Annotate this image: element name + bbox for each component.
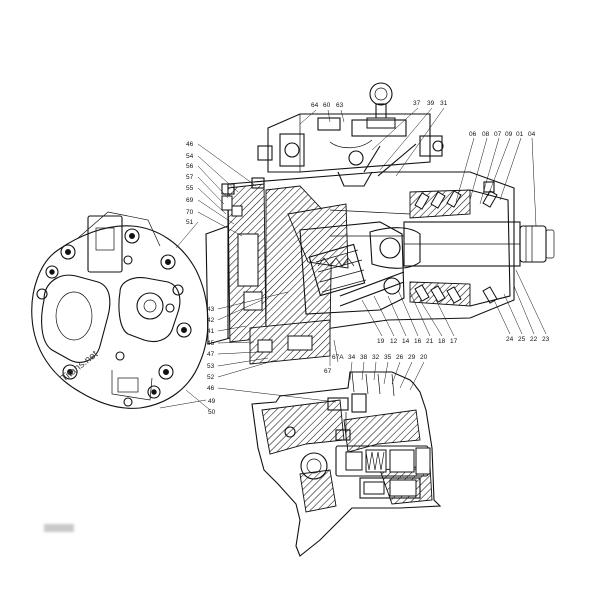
part-label: 41 xyxy=(207,328,215,335)
part-labels-bottom-center: 19 12 14 16 21 18 17 xyxy=(377,338,458,345)
part-label: 14 xyxy=(402,338,410,345)
part-label: 23 xyxy=(542,336,550,343)
regulator-detail-section xyxy=(251,371,442,557)
part-label: 17 xyxy=(450,338,458,345)
bearing-rollers-top xyxy=(414,190,498,210)
part-label: 29 xyxy=(408,354,416,361)
part-label: 12 xyxy=(390,338,398,345)
part-label: 32 xyxy=(372,354,380,361)
part-label: 25 xyxy=(518,336,526,343)
part-label: 52 xyxy=(207,374,215,381)
part-label: 46 xyxy=(186,141,194,148)
part-label: 07 xyxy=(494,131,502,138)
part-label: 60 xyxy=(323,102,331,109)
leader-lines xyxy=(175,107,547,403)
part-label: 50 xyxy=(208,409,216,416)
part-label: 24 xyxy=(506,336,514,343)
part-label: 53 xyxy=(207,363,215,370)
part-label: 70 xyxy=(186,209,194,216)
part-labels-lower-left: 49 50 xyxy=(208,398,216,416)
part-label: 16 xyxy=(414,338,422,345)
part-label: 18 xyxy=(438,338,446,345)
part-label: 49 xyxy=(208,398,216,405)
part-label: 42 xyxy=(207,317,215,324)
bearing-rollers-bottom xyxy=(414,284,498,304)
part-label: 46 xyxy=(207,385,215,392)
part-label: 45 xyxy=(207,340,215,347)
part-labels-top-right: 06 08 07 09 01 04 xyxy=(469,131,536,138)
part-label: 04 xyxy=(528,131,536,138)
part-label: 35 xyxy=(384,354,392,361)
part-label: 34 xyxy=(348,354,356,361)
part-label: 63 xyxy=(336,102,344,109)
part-labels-left: 46 54 56 57 55 69 70 51 xyxy=(186,141,194,226)
part-label: 19 xyxy=(377,338,385,345)
part-label: 37 xyxy=(413,100,421,107)
part-label: 06 xyxy=(469,131,477,138)
part-label: 09 xyxy=(505,131,513,138)
part-label: 54 xyxy=(186,153,194,160)
part-label: 67A xyxy=(332,354,344,361)
part-labels-left-lower: 43 42 41 45 47 53 52 46 xyxy=(207,306,215,392)
part-label: 31 xyxy=(440,100,448,107)
part-label: 20 xyxy=(420,354,428,361)
part-labels-bottom-right: 24 25 22 23 xyxy=(506,336,550,343)
blurred-caption xyxy=(44,524,74,532)
part-label: 51 xyxy=(186,219,194,226)
part-label: 43 xyxy=(207,306,215,313)
part-labels-detail: 67A 34 38 32 35 26 29 20 xyxy=(332,354,428,361)
part-label: 08 xyxy=(482,131,490,138)
part-label: 38 xyxy=(360,354,368,361)
part-label: 55 xyxy=(186,185,194,192)
end-cover-front-view xyxy=(31,211,211,411)
part-label: 56 xyxy=(186,163,194,170)
part-label: 57 xyxy=(186,174,194,181)
part-label: 22 xyxy=(530,336,538,343)
part-label: 47 xyxy=(207,351,215,358)
part-label: 26 xyxy=(396,354,404,361)
part-label: 69 xyxy=(186,197,194,204)
part-label: 21 xyxy=(426,338,434,345)
part-label: 64 xyxy=(311,102,319,109)
part-labels-top: 64 60 63 37 39 31 xyxy=(311,100,448,109)
part-label: 01 xyxy=(516,131,524,138)
pump-main-assembly xyxy=(205,82,555,365)
part-label-67: 67 xyxy=(324,368,332,375)
part-label: 39 xyxy=(427,100,435,107)
